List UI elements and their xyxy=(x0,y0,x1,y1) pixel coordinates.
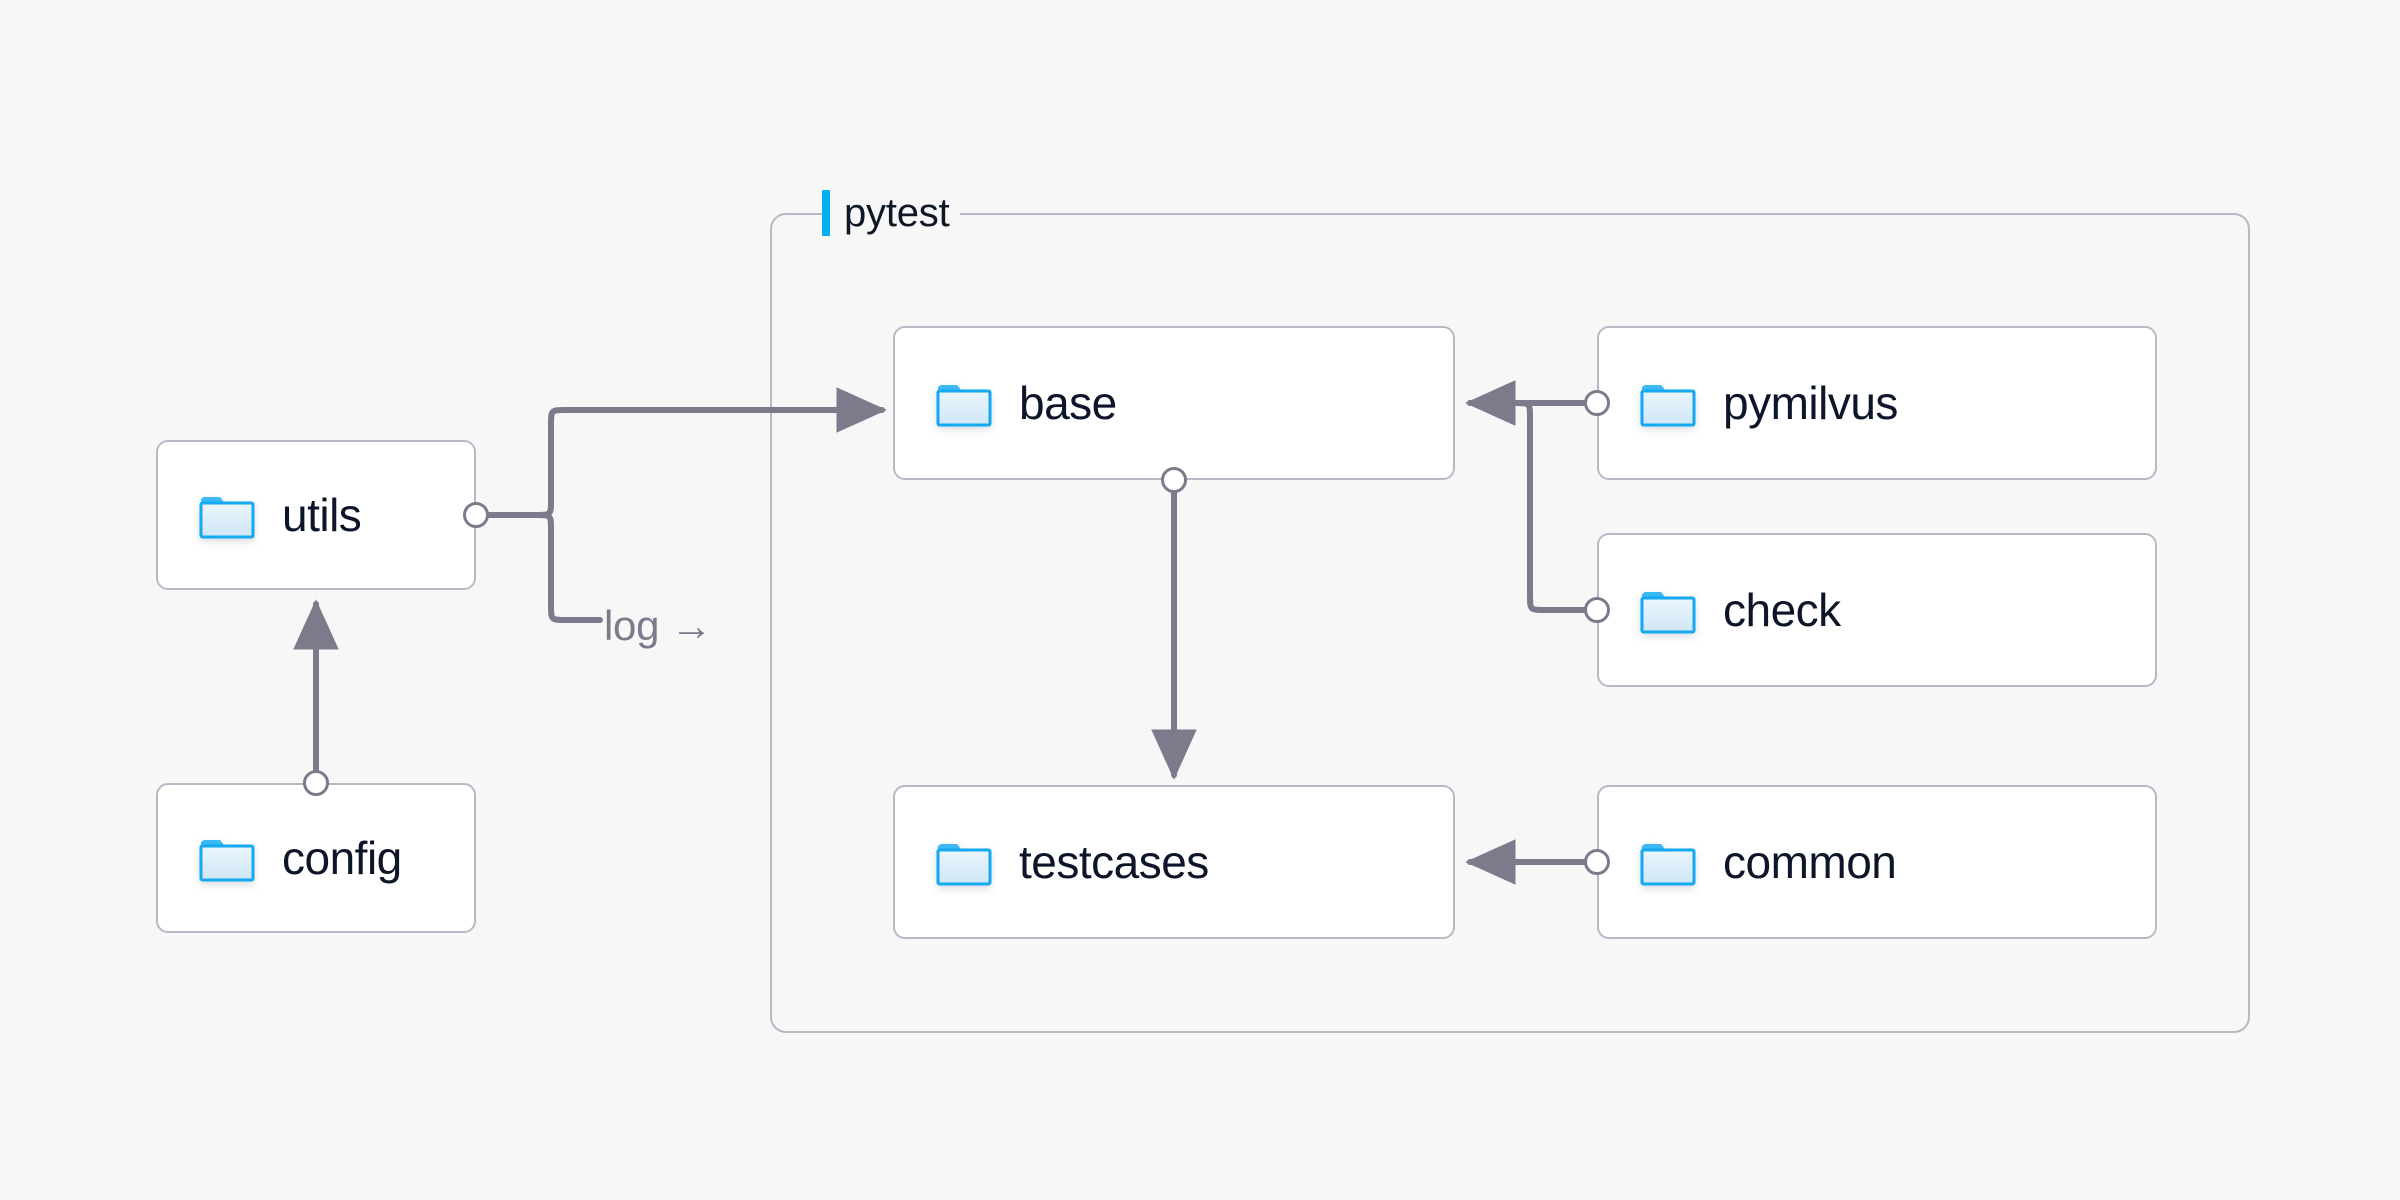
node-label-testcases: testcases xyxy=(1019,836,1209,888)
folder-icon xyxy=(1640,844,1696,886)
edge-utils-to-log xyxy=(533,512,603,623)
handle-base-bottom[interactable] xyxy=(1161,467,1187,493)
node-label-pymilvus: pymilvus xyxy=(1723,377,1898,429)
node-pymilvus[interactable]: pymilvus xyxy=(1597,326,2157,480)
folder-icon xyxy=(1640,592,1696,634)
node-common[interactable]: common xyxy=(1597,785,2157,939)
node-label-base: base xyxy=(1019,377,1117,429)
folder-icon xyxy=(936,844,992,886)
node-config[interactable]: config xyxy=(156,783,476,933)
handle-pymilvus-left[interactable] xyxy=(1584,390,1610,416)
folder-icon xyxy=(199,840,255,882)
node-content-pymilvus: pymilvus xyxy=(1599,376,1898,430)
node-label-check: check xyxy=(1723,584,1841,636)
node-label-common: common xyxy=(1723,836,1897,888)
handle-config-top[interactable] xyxy=(303,770,329,796)
node-check[interactable]: check xyxy=(1597,533,2157,687)
handle-common-left[interactable] xyxy=(1584,849,1610,875)
pytest-group-label: pytest xyxy=(822,190,960,236)
handle-check-left[interactable] xyxy=(1584,597,1610,623)
node-content-base: base xyxy=(895,376,1117,430)
node-utils[interactable]: utils xyxy=(156,440,476,590)
node-label-utils: utils xyxy=(282,489,362,541)
folder-icon xyxy=(199,497,255,539)
group-accent-bar xyxy=(822,190,830,236)
folder-icon xyxy=(1640,385,1696,427)
pytest-group-container[interactable] xyxy=(770,213,2250,1033)
node-content-config: config xyxy=(158,831,402,885)
folder-icon xyxy=(936,385,992,427)
handle-utils-right[interactable] xyxy=(463,502,489,528)
node-content-utils: utils xyxy=(158,488,362,542)
node-content-common: common xyxy=(1599,835,1897,889)
node-testcases[interactable]: testcases xyxy=(893,785,1455,939)
node-label-config: config xyxy=(282,832,402,884)
log-edge-label: log → xyxy=(604,602,713,649)
node-content-testcases: testcases xyxy=(895,835,1209,889)
group-title-text: pytest xyxy=(844,190,950,235)
node-content-check: check xyxy=(1599,583,1841,637)
node-base[interactable]: base xyxy=(893,326,1455,480)
